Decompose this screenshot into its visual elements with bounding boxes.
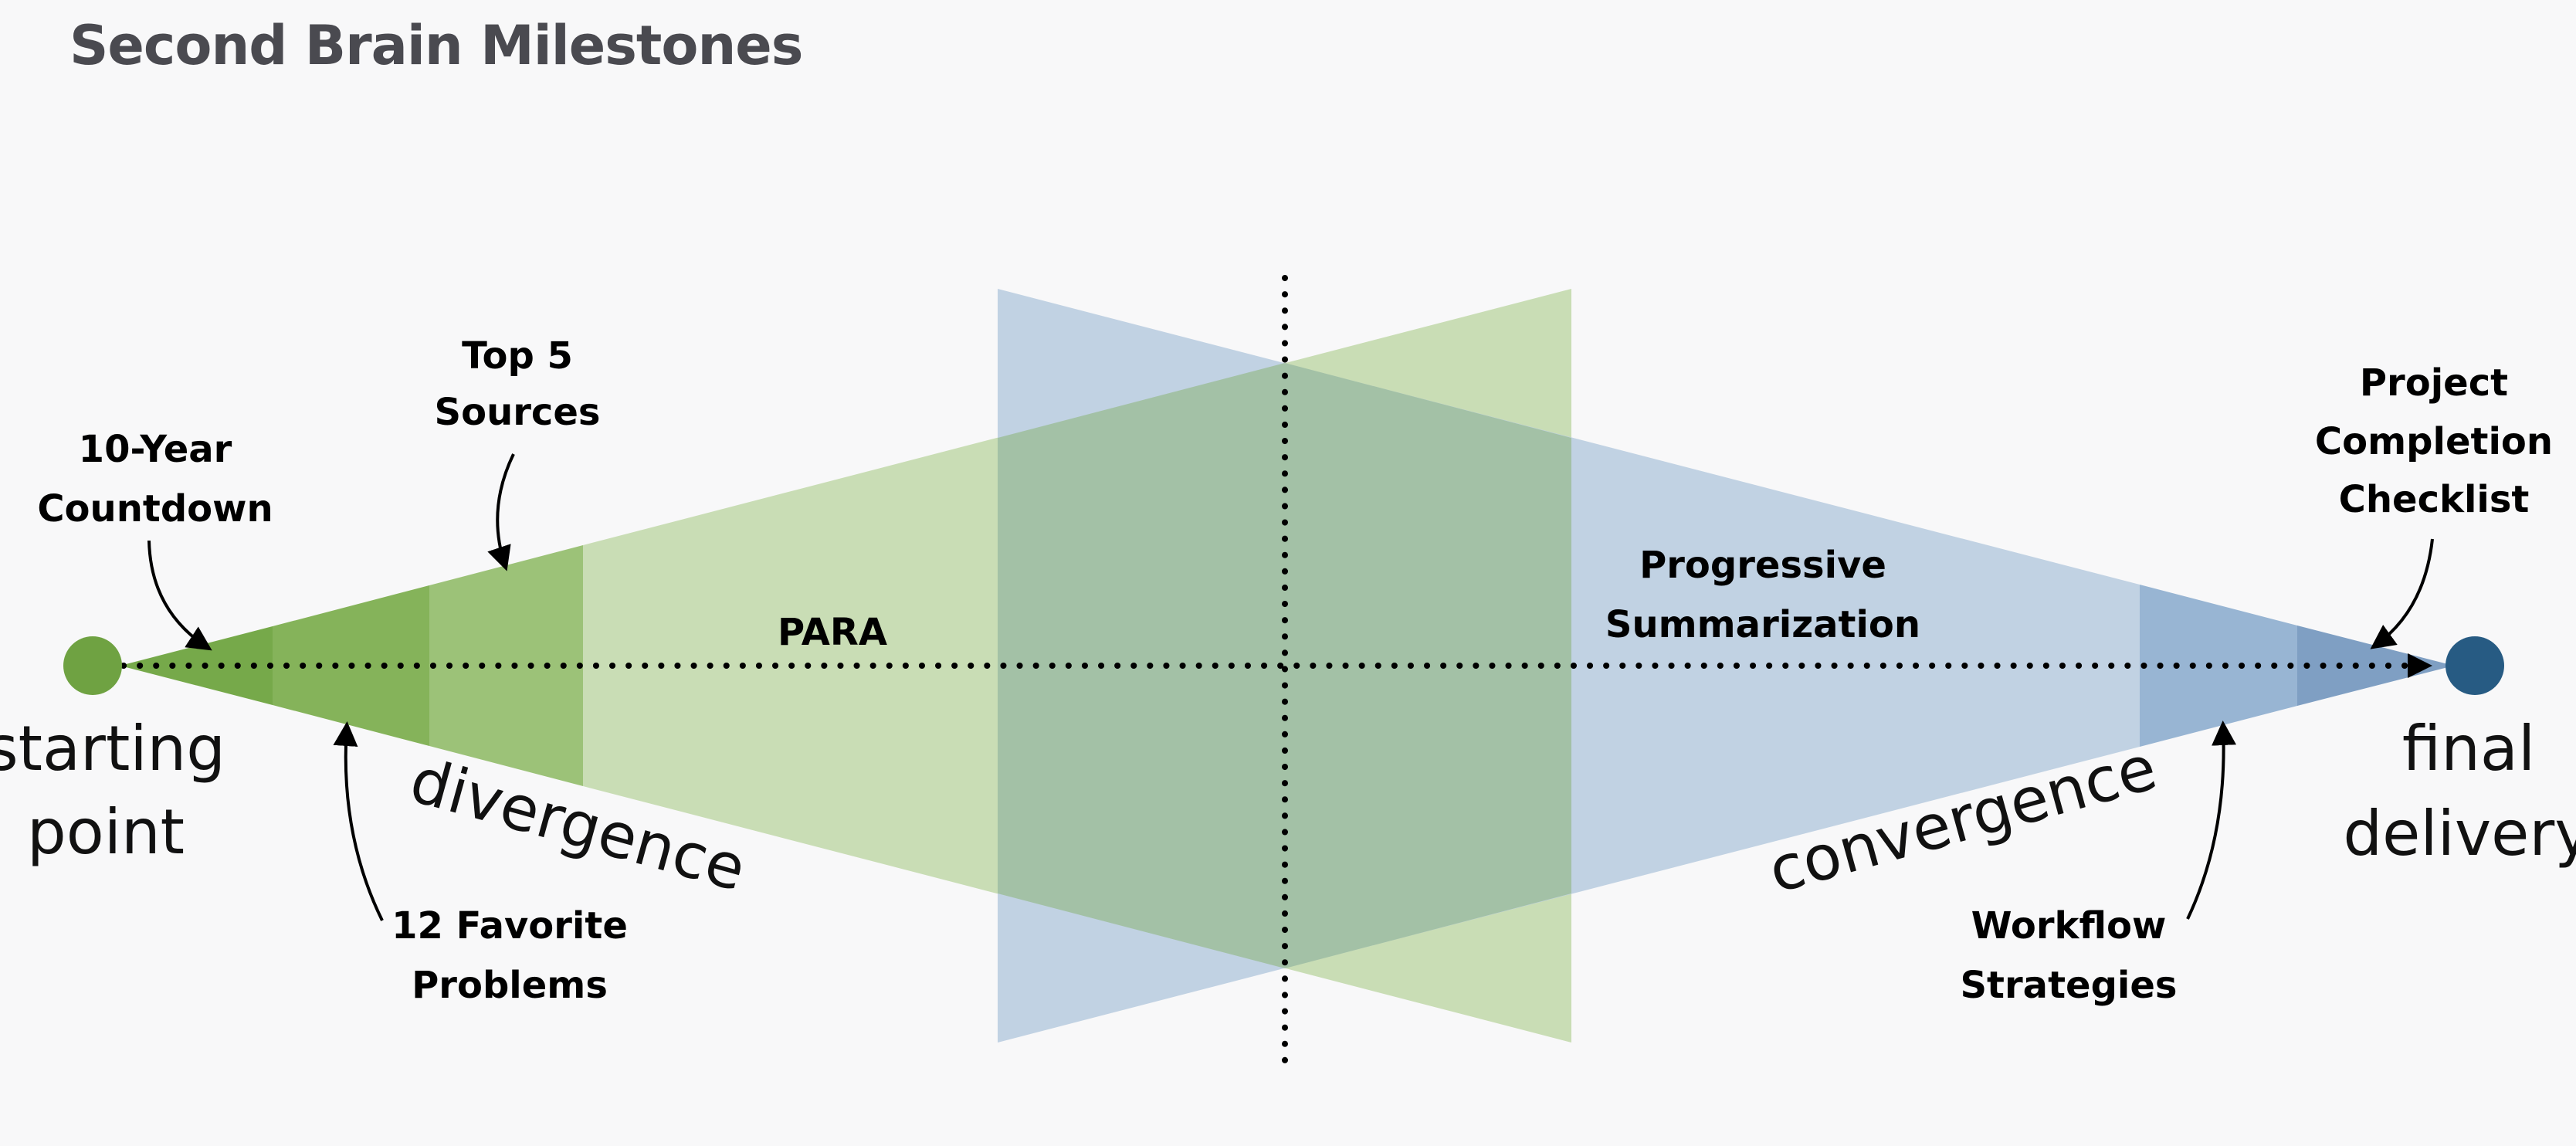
- overlap-region: [998, 363, 1571, 968]
- divergence-band-3: [429, 545, 583, 786]
- milestone-label-line-1: Top 5: [462, 334, 573, 378]
- end-label-line-1: final: [2402, 713, 2535, 785]
- progressive-summarization-line-1: Progressive: [1639, 544, 1886, 587]
- pointer-arrow-icon: [147, 540, 212, 651]
- page-title: Second Brain Milestones: [69, 14, 803, 77]
- milestone-label-line-1: Project: [2360, 361, 2508, 405]
- milestone-label-line-3: Checklist: [2339, 478, 2530, 521]
- milestone-label-line-2: Problems: [412, 964, 608, 1007]
- milestone-label-line-2: Completion: [2315, 420, 2553, 463]
- milestone-label-line-2: Strategies: [1960, 964, 2177, 1007]
- start-label-line-1: starting: [0, 713, 225, 785]
- timeline-arrowhead-icon: [2408, 653, 2432, 678]
- milestone-label-line-1: 12 Favorite: [391, 904, 628, 948]
- pointer-arrow-icon: [333, 721, 384, 921]
- final-delivery-dot: [2446, 636, 2504, 695]
- progressive-summarization-line-2: Summarization: [1605, 603, 1920, 646]
- start-point-dot: [63, 636, 122, 695]
- para-label: PARA: [778, 611, 887, 654]
- milestone-workflow-strategies: Workflow Strategies: [1960, 720, 2237, 1007]
- milestone-label-line-1: Workflow: [1971, 904, 2167, 948]
- milestone-10-year-countdown: 10-Year Countdown: [37, 428, 273, 651]
- milestone-label-line-1: 10-Year: [79, 428, 232, 471]
- milestone-label-line-2: Countdown: [37, 487, 273, 531]
- milestone-label-line-2: Sources: [435, 391, 601, 434]
- end-label-line-2: delivery: [2343, 798, 2576, 870]
- start-label-line-2: point: [27, 796, 185, 868]
- pointer-arrow-icon: [2370, 538, 2434, 649]
- milestone-12-favorite-problems: 12 Favorite Problems: [333, 721, 628, 1007]
- convergence-band-2: [2140, 585, 2297, 747]
- pointer-arrow-icon: [487, 453, 515, 571]
- milestone-top-5-sources: Top 5 Sources: [435, 334, 601, 571]
- milestone-project-completion-checklist: Project Completion Checklist: [2315, 361, 2553, 649]
- pointer-arrow-icon: [2186, 720, 2237, 920]
